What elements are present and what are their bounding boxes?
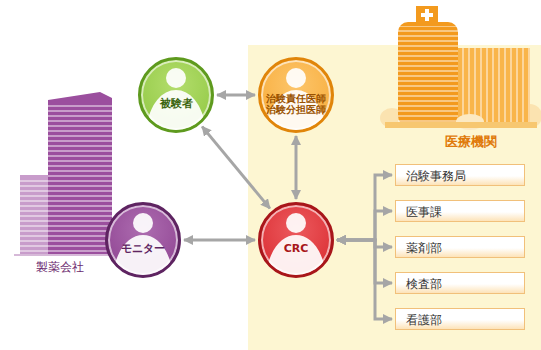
connector-arrow <box>337 240 392 319</box>
silhouette-head <box>286 68 306 88</box>
node-label: 被験者 <box>141 98 211 111</box>
silhouette-body <box>112 235 174 275</box>
hospital-cross <box>421 13 433 17</box>
connector-arrow <box>337 240 392 283</box>
node-label: 薬剤部 <box>396 238 442 258</box>
hospital-tower <box>398 22 458 126</box>
hospital-wing <box>452 48 530 126</box>
silhouette-body <box>265 235 327 275</box>
hospital-region <box>248 45 541 350</box>
connector-arrow <box>184 239 255 242</box>
node-label: 治験事務局 <box>396 166 466 186</box>
role-circle: 被験者 <box>138 57 214 133</box>
person-silhouette <box>141 60 211 130</box>
silhouette-head <box>133 213 153 233</box>
node-label: 治験責任医師 治験分担医師 <box>261 93 331 116</box>
silhouette-body <box>145 90 207 130</box>
silhouette-head <box>166 68 186 88</box>
connector-arrow <box>202 127 270 209</box>
node-label: 医事課 <box>396 202 442 222</box>
hospital-sign <box>416 6 438 24</box>
department-box: 検査部 <box>395 272 525 294</box>
company-windows <box>48 102 112 254</box>
person-silhouette <box>261 205 331 275</box>
department-box: 薬剤部 <box>395 236 525 258</box>
department-box: 治験事務局 <box>395 164 525 186</box>
ground-line <box>14 254 116 256</box>
connector-arrow <box>337 211 392 240</box>
node-label: CRC <box>261 243 331 256</box>
role-circle: CRC <box>258 202 334 278</box>
node-label: モニター <box>108 243 178 256</box>
company-tower <box>48 92 112 255</box>
connector-arrow <box>217 94 255 97</box>
department-box: 医事課 <box>395 200 525 222</box>
connector-arrow <box>337 175 392 240</box>
hospital-windows <box>452 48 530 126</box>
hospital-base <box>385 122 537 128</box>
role-circle: 治験責任医師 治験分担医師 <box>258 57 334 133</box>
hospital-panel: 医療機関 治験責任医師 治験分担医師 CRC 治験事務局医事課薬剤部検査部看護部 <box>248 45 541 350</box>
hospital-windows <box>398 26 458 122</box>
role-circle: モニター <box>105 202 181 278</box>
department-box: 看護部 <box>395 308 525 330</box>
node-label: 医療機関 <box>445 133 497 151</box>
building-label: 製薬会社 <box>36 259 84 276</box>
node-label: 看護部 <box>396 310 442 330</box>
node-label: 検査部 <box>396 274 442 294</box>
company-windows <box>20 178 52 254</box>
connector-arrow <box>295 136 298 199</box>
company-annex <box>20 175 52 255</box>
silhouette-head <box>286 213 306 233</box>
person-silhouette <box>108 205 178 275</box>
